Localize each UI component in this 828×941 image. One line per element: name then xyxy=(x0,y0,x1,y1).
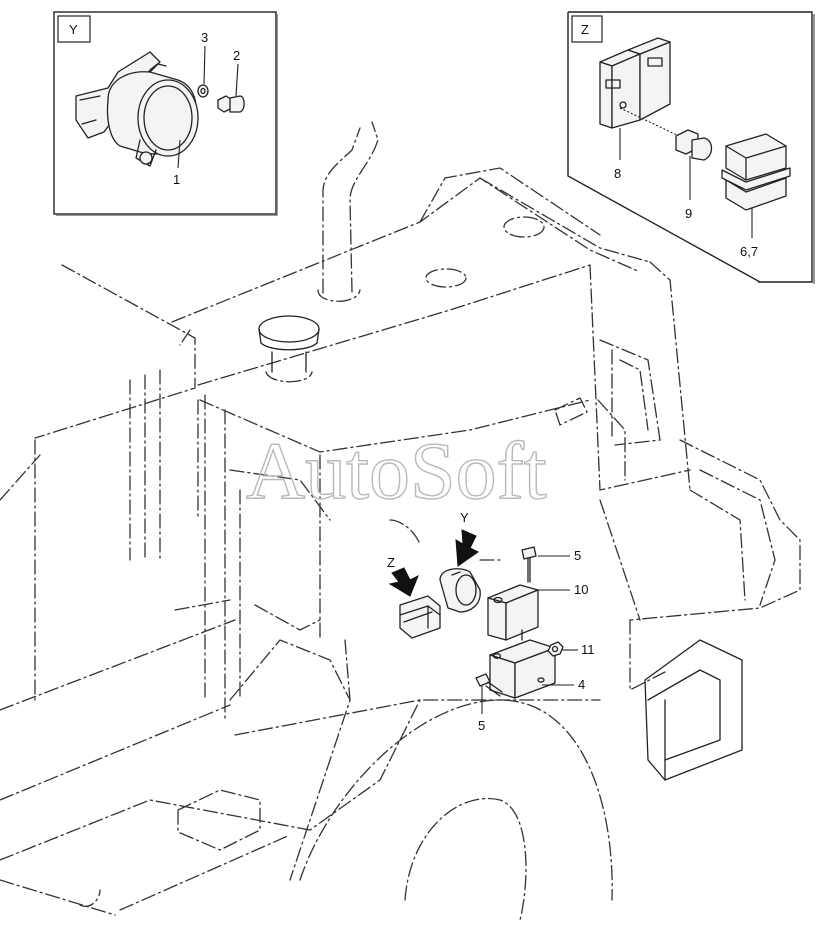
block-part-4 xyxy=(489,629,556,699)
main-callouts: 5 10 11 4 5 xyxy=(478,548,595,733)
view-tag-y xyxy=(57,15,91,43)
callout-1: 1 xyxy=(173,172,180,187)
view-arrow-z: Z xyxy=(387,555,419,597)
watermark: AutoSoft xyxy=(246,425,547,516)
machine-phantom-outline xyxy=(0,121,801,921)
bolt-part-5-top xyxy=(521,546,537,583)
view-label-z: Z xyxy=(581,22,589,37)
callout-3: 3 xyxy=(201,30,208,45)
callout-9: 9 xyxy=(685,206,692,221)
bolt-detail-2 xyxy=(217,95,245,113)
bolt-part-5-bottom xyxy=(475,673,503,697)
view-arrow-y: Y xyxy=(455,510,479,567)
detail-view-z: Z 8 9 6,7 xyxy=(567,11,815,284)
callout-8: 8 xyxy=(614,166,621,181)
view-tag-z xyxy=(571,15,603,43)
flasher-part xyxy=(439,568,481,613)
relay-part xyxy=(399,595,441,639)
bracket-detail-8 xyxy=(599,37,671,129)
flasher-detail xyxy=(75,51,199,167)
bolt-detail-9 xyxy=(675,129,713,161)
relay-assembly xyxy=(399,546,564,699)
callout-2: 2 xyxy=(233,48,240,63)
callout-5-top: 5 xyxy=(574,548,581,563)
detail-view-y: Y 3 2 1 xyxy=(53,11,278,216)
bracket-part-10 xyxy=(487,584,539,641)
washer-detail-3 xyxy=(197,84,209,98)
callout-6-7: 6,7 xyxy=(740,244,758,259)
arrow-label-y: Y xyxy=(460,510,469,525)
callout-4: 4 xyxy=(578,677,585,692)
callout-11: 11 xyxy=(581,642,595,657)
nut-part-11 xyxy=(547,641,564,657)
callout-5-bottom: 5 xyxy=(478,718,485,733)
relay-detail-6-7 xyxy=(721,133,791,211)
view-label-y: Y xyxy=(69,22,78,37)
callout-10: 10 xyxy=(574,582,588,597)
arrow-label-z: Z xyxy=(387,555,395,570)
